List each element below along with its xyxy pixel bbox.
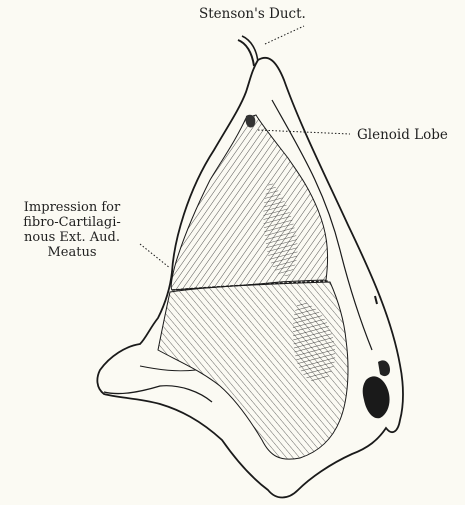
impression-leader	[140, 244, 170, 268]
glenoid-lobe-label: Glenoid Lobe	[357, 128, 448, 143]
impression-label: Impression for fibro-Cartilagi- nous Ext…	[2, 200, 142, 260]
stenson-leader	[265, 26, 304, 44]
impression-label-line-3: nous Ext. Aud.	[2, 230, 142, 245]
impression-label-line-1: Impression for	[2, 200, 142, 215]
stensons-duct-label: Stenson's Duct.	[199, 7, 306, 22]
stensons-duct	[238, 36, 258, 66]
impression-label-line-2: fibro-Cartilagi-	[2, 215, 142, 230]
impression-label-line-4: Meatus	[2, 245, 142, 260]
